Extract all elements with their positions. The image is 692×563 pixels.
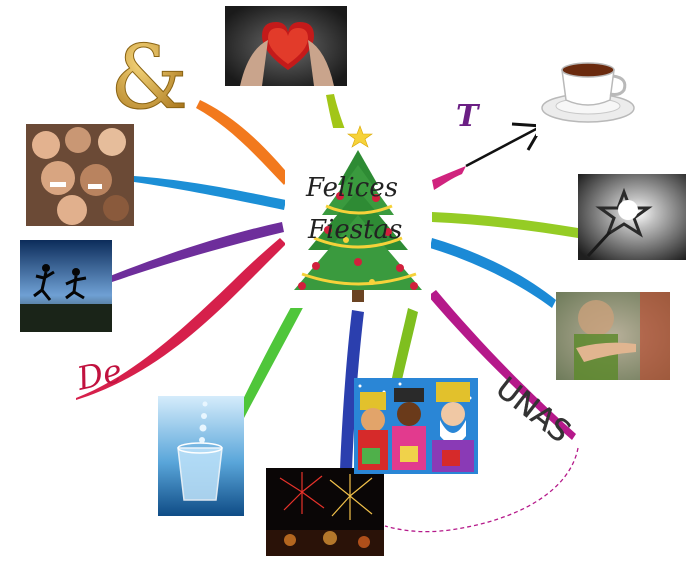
de-text: De xyxy=(73,351,125,398)
branches xyxy=(76,94,578,470)
branch-water-glass xyxy=(236,298,306,418)
branch-unas xyxy=(428,290,576,440)
happy-group-photo[interactable] xyxy=(26,124,134,226)
branch-happy-group xyxy=(134,176,286,210)
t-text: T xyxy=(456,99,481,134)
branch-ampersand xyxy=(196,100,290,185)
three-kings-drawing[interactable] xyxy=(354,378,478,474)
branch-pointing xyxy=(430,238,556,308)
water-glass-photo[interactable] xyxy=(158,396,244,516)
dashed-connector xyxy=(384,447,579,533)
pointing-person-photo[interactable] xyxy=(556,292,670,380)
branch-star-sparkler xyxy=(432,212,578,238)
branch-teacup xyxy=(432,166,466,190)
christmas-tree-icon xyxy=(294,125,422,302)
t-label: T xyxy=(456,99,481,134)
fireworks-photo[interactable] xyxy=(266,468,384,556)
branch-de xyxy=(76,238,286,400)
heart-hands-photo[interactable] xyxy=(225,6,347,86)
unas-text: UNAS xyxy=(489,371,577,450)
central-topic-line1: Felices xyxy=(305,173,398,203)
star-sparkler-photo[interactable] xyxy=(578,174,686,260)
branch-fireworks xyxy=(340,310,364,470)
de-label: De xyxy=(73,351,125,398)
unas-label: UNAS xyxy=(489,371,577,451)
ampersand-glyph: & xyxy=(110,26,188,129)
central-topic-line2: Fiestas xyxy=(307,215,402,245)
teacup-photo[interactable] xyxy=(536,40,642,136)
ampersand-symbol: & xyxy=(110,26,189,130)
jumping-silhouettes-photo[interactable] xyxy=(20,240,112,332)
central-node[interactable] xyxy=(285,125,431,308)
branch-jumping xyxy=(110,222,284,282)
branch-three-kings xyxy=(392,308,418,380)
